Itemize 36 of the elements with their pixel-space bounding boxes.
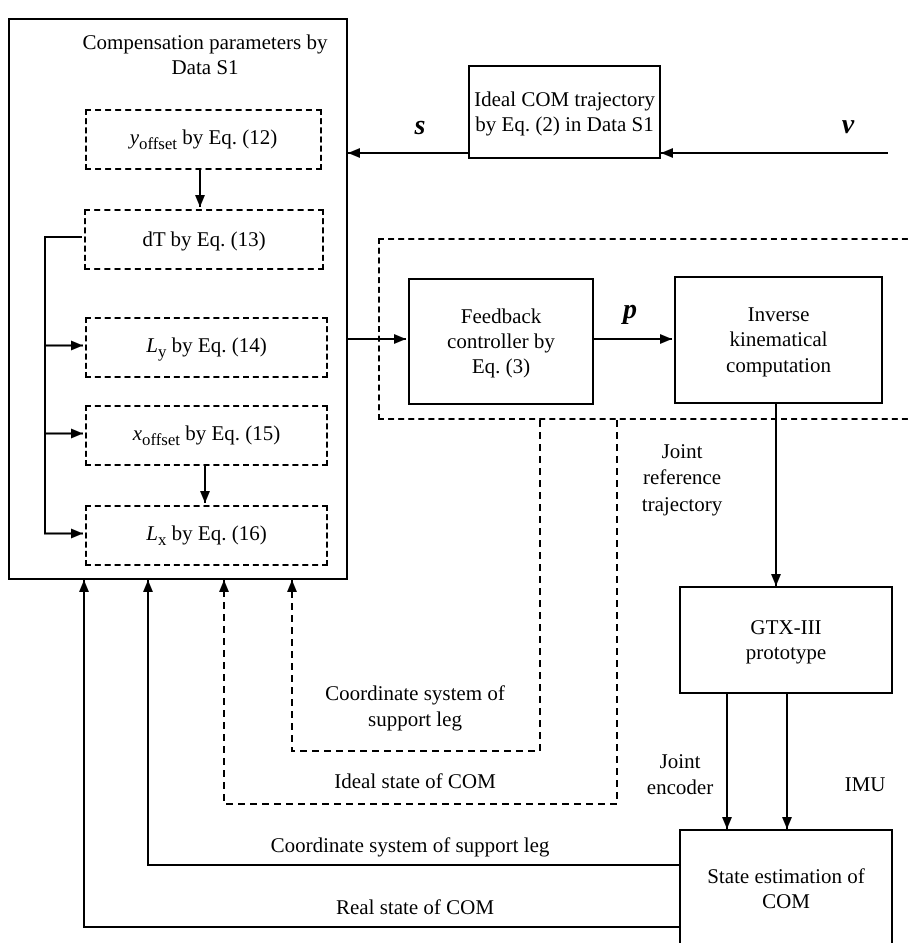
node-text: Inverse kinematical computation (725, 302, 832, 378)
node-text: dT by Eq. (13) (142, 226, 266, 252)
arrow (287, 420, 541, 752)
node-text: State estimation of COM (706, 864, 866, 914)
arrow (143, 580, 679, 866)
group-box (8, 18, 348, 580)
process-box (408, 278, 594, 405)
node-text: y$_{offset}$ by Eq. (12) (130, 124, 278, 154)
node-text: L$_{y}$ by Eq. (14) (146, 332, 267, 362)
process-box (674, 276, 883, 404)
arrow (771, 402, 781, 586)
node-text: Compensation parameters by Data S1 (82, 30, 328, 80)
node-text: L$_{x}$ by Eq. (16) (146, 520, 267, 550)
node-text: Feedback controller by Eq. (3) (446, 304, 556, 380)
process-box (679, 586, 893, 694)
node-text: Ideal COM trajectory by Eq. (2) in Data S1 (473, 86, 656, 138)
arrow (592, 334, 672, 344)
arrow (782, 694, 792, 829)
node-text: x$_{offset}$ by Eq. (15) (132, 420, 280, 450)
arrow (661, 148, 888, 158)
arrow (195, 168, 205, 207)
arrow (348, 148, 468, 158)
arrow (79, 580, 679, 928)
process-box (468, 65, 661, 159)
node-text: GTX-III prototype (744, 614, 828, 666)
arrow (722, 694, 732, 829)
process-box (85, 405, 328, 466)
process-box (679, 829, 893, 943)
arrow (44, 236, 83, 538)
process-box (85, 317, 328, 378)
arrow (200, 464, 210, 503)
process-box (85, 109, 322, 170)
arrow (219, 420, 618, 805)
process-box (84, 209, 324, 270)
process-box (85, 505, 328, 566)
arrow (348, 334, 406, 344)
